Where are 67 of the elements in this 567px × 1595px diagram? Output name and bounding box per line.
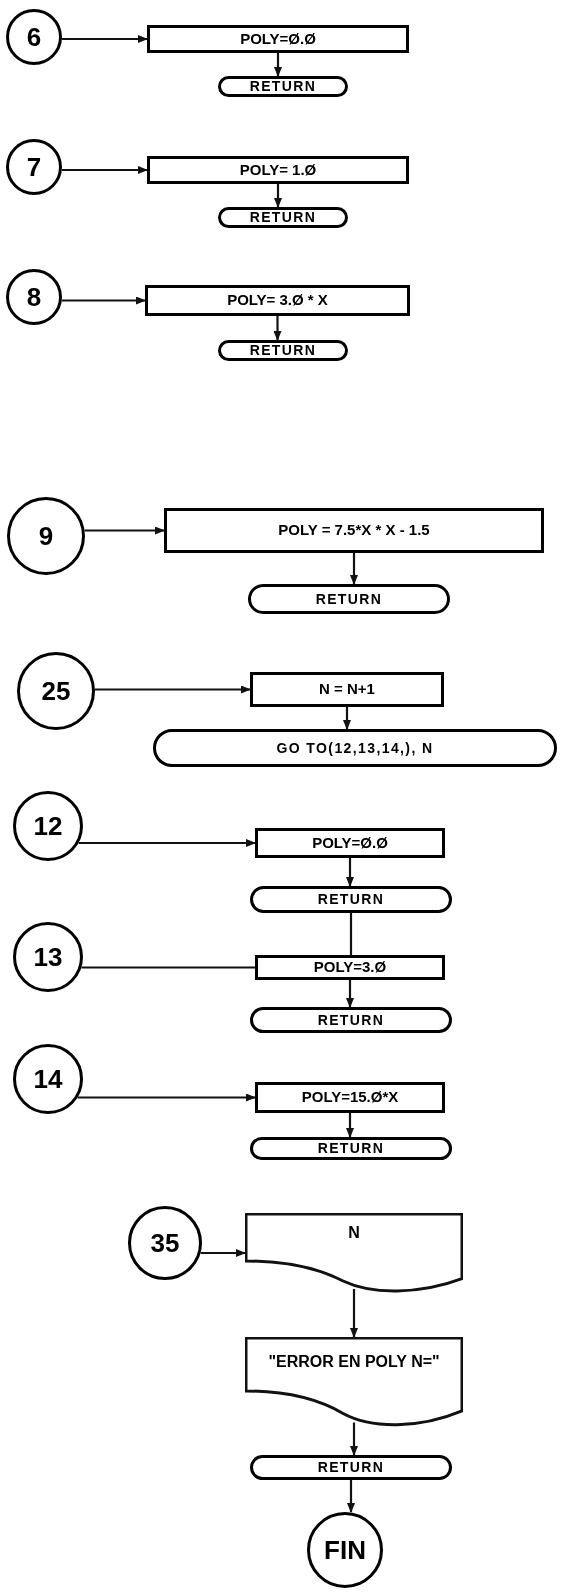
node-text: FIN: [324, 1533, 366, 1567]
node-text: 9: [38, 519, 54, 553]
node-text: RETURN: [317, 890, 385, 909]
node-text: 14: [33, 1062, 63, 1096]
arrow: [61, 35, 148, 43]
arrow: [94, 685, 251, 694]
node-text: N: [348, 1223, 360, 1244]
process-box: [255, 1082, 445, 1113]
terminal-box: [250, 1007, 452, 1033]
document-shape: [245, 1213, 463, 1293]
node-text: POLY=Ø.Ø: [240, 28, 316, 49]
node-text: POLY=3.Ø: [313, 957, 387, 978]
node-text: POLY=15.Ø*X: [301, 1087, 399, 1108]
arrow: [77, 1093, 256, 1102]
terminal-box: [218, 340, 348, 361]
terminal-box: [218, 76, 348, 97]
process-box: [164, 508, 544, 553]
terminal-box: [250, 1455, 452, 1480]
node-text: RETURN: [317, 1139, 385, 1158]
arrow: [61, 166, 148, 174]
terminal-box: [218, 207, 348, 228]
arrow: [350, 1422, 358, 1456]
process-box: [145, 285, 410, 316]
document-shape: [245, 1337, 463, 1427]
node-text: POLY = 7.5*X * X - 1.5: [278, 520, 430, 541]
process-box: [147, 25, 409, 53]
arrow: [350, 1289, 358, 1338]
node-text: RETURN: [249, 77, 317, 96]
arrow: [274, 184, 282, 208]
process-box: [147, 156, 409, 184]
node-text: 13: [33, 940, 63, 974]
arrow: [273, 316, 282, 341]
process-box: [255, 955, 445, 980]
arrow: [343, 707, 351, 730]
node-text: 25: [41, 674, 71, 708]
node-text: "ERROR EN POLY N=": [268, 1352, 440, 1373]
node-text: N = N+1: [319, 679, 375, 700]
process-box: [255, 828, 445, 858]
terminal-box: [153, 729, 557, 767]
arrow: [346, 1113, 354, 1138]
arrow: [274, 53, 282, 77]
arrow: [346, 858, 354, 887]
node-text: RETURN: [317, 1010, 385, 1030]
node-text: 6: [26, 20, 42, 54]
node-text: 8: [26, 280, 42, 314]
node-text: POLY=Ø.Ø: [312, 832, 388, 853]
terminal-box: [250, 1137, 452, 1160]
node-text: 35: [150, 1226, 180, 1260]
node-text: POLY= 3.Ø * X: [227, 290, 328, 311]
arrow: [61, 296, 146, 305]
terminal-box: [248, 584, 450, 614]
node-text: RETURN: [315, 589, 383, 609]
arrow: [84, 526, 165, 535]
arrow: [350, 553, 358, 585]
arrow: [78, 839, 256, 847]
node-text: POLY= 1.Ø: [239, 159, 317, 180]
node-text: RETURN: [249, 341, 317, 360]
node-text: GO TO(12,13,14,), N: [276, 738, 434, 758]
arrow: [346, 980, 354, 1008]
node-text: RETURN: [317, 1458, 385, 1477]
node-text: RETURN: [249, 208, 317, 227]
terminal-box: [250, 886, 452, 913]
node-text: 12: [33, 809, 63, 843]
arrow: [347, 1480, 355, 1513]
node-text: 7: [26, 150, 42, 184]
arrow: [200, 1249, 246, 1257]
process-box: [250, 672, 444, 707]
